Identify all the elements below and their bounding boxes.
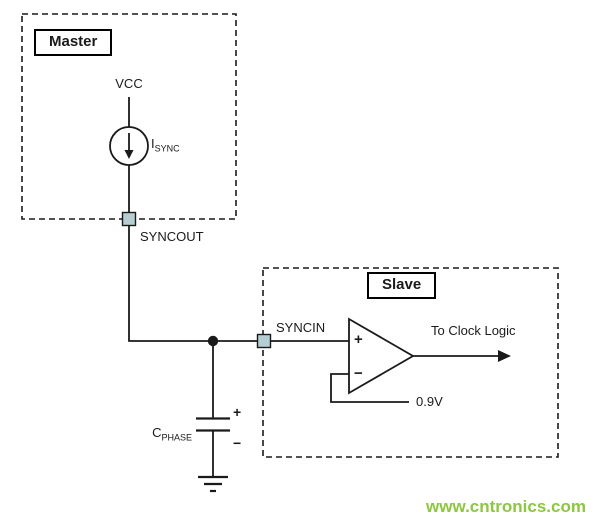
cphase-label-sub: PHASE bbox=[161, 432, 192, 443]
isync-label: ISYNC bbox=[151, 136, 180, 154]
vref-wire bbox=[330, 373, 409, 403]
opamp-minus-input-label: − bbox=[354, 365, 363, 382]
slave-title: Slave bbox=[367, 272, 437, 299]
cphase-label: CPHASE bbox=[144, 425, 192, 443]
capacitor-minus-label: − bbox=[233, 435, 242, 451]
junction-dot bbox=[207, 335, 219, 347]
syncin-pin bbox=[256, 333, 272, 349]
master-title: Master bbox=[34, 29, 113, 56]
output-arrowhead-icon bbox=[498, 350, 511, 362]
isync-label-base: I bbox=[151, 136, 155, 151]
slave-boundary-box bbox=[262, 267, 559, 458]
syncout-label: SYNCOUT bbox=[140, 229, 204, 244]
syncout-pin bbox=[121, 211, 137, 227]
current-source-icon bbox=[109, 126, 149, 166]
opamp-plus-input-label: + bbox=[354, 331, 363, 348]
wires bbox=[128, 97, 500, 477]
isync-label-sub: SYNC bbox=[154, 143, 180, 154]
capacitor-plus-label: + bbox=[233, 404, 242, 420]
vcc-label: VCC bbox=[115, 76, 143, 91]
ground-symbol bbox=[198, 475, 228, 493]
vref-label: 0.9V bbox=[416, 394, 443, 409]
syncin-label: SYNCIN bbox=[276, 320, 326, 335]
watermark: www.cntronics.com bbox=[426, 497, 586, 516]
capacitor-symbol bbox=[196, 417, 230, 432]
cphase-label-base: C bbox=[152, 425, 162, 440]
opamp-symbol bbox=[348, 317, 415, 395]
output-label: To Clock Logic bbox=[431, 323, 516, 338]
